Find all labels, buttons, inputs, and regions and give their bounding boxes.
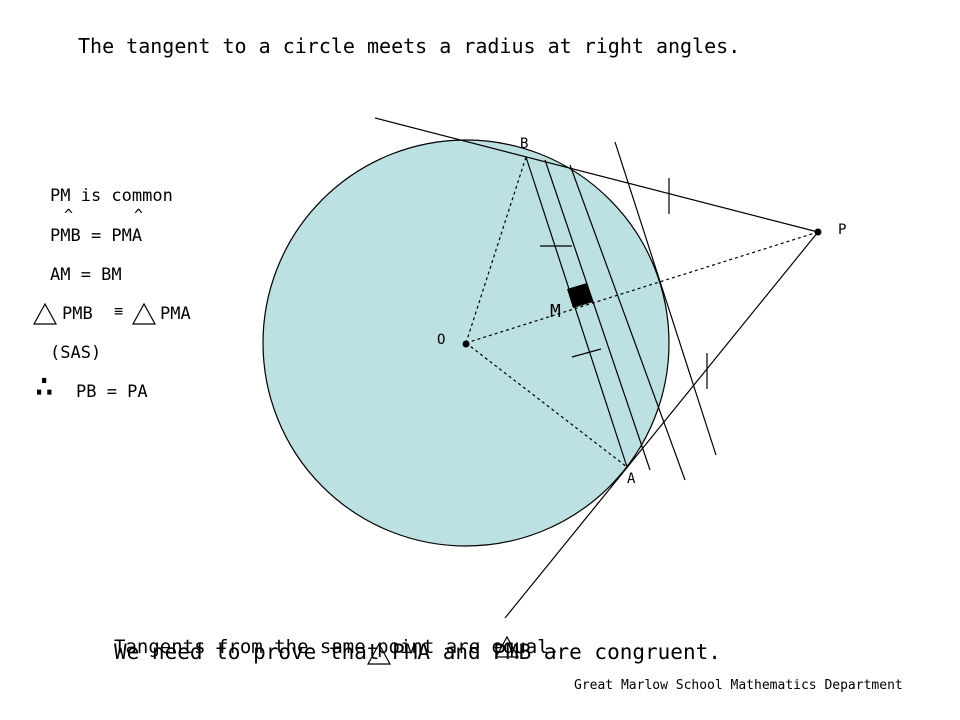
- proof-line-triangle-left: PMB: [62, 304, 93, 324]
- congruent-symbol: ≡: [114, 302, 124, 320]
- proof-line-sides: AM = BM: [50, 265, 122, 285]
- angle-hat-1: ^: [64, 206, 74, 224]
- label-point-p: P: [838, 222, 847, 238]
- label-point-a: A: [627, 471, 636, 487]
- triangle-symbol-caption-1: [366, 642, 392, 665]
- line-op: [465, 231, 819, 344]
- chord-ab: [525, 156, 628, 468]
- caption-prove-congruent: We need to prove that PMA and PMB are co…: [114, 640, 721, 664]
- radius-ob: [465, 156, 527, 344]
- caption-tangents-equal: Tangents from the same point are equal.: [114, 636, 561, 658]
- point-o-dot: [462, 340, 470, 348]
- triangle-symbol-caption-2: [494, 635, 520, 658]
- label-point-m: M: [550, 301, 561, 322]
- tick-mark-am: [571, 348, 602, 358]
- triangle-symbol-proof-2: [131, 302, 157, 325]
- proof-line-angles: PMB = PMA: [50, 226, 143, 246]
- footer-credit: Great Marlow School Mathematics Departme…: [574, 678, 903, 693]
- proof-line-conclusion: PB = PA: [76, 382, 148, 402]
- right-angle-marker: [567, 283, 593, 308]
- tangent-line-pb: [374, 117, 819, 233]
- label-point-b: B: [520, 136, 529, 152]
- proof-line-triangle-right: PMA: [160, 304, 191, 324]
- proof-line-sas: (SAS): [50, 343, 102, 363]
- angle-hat-2: ^: [134, 206, 144, 224]
- point-p-dot: [814, 228, 822, 236]
- label-point-o: O: [437, 332, 446, 348]
- parallel-line-2: [569, 164, 686, 481]
- slide-title: The tangent to a circle meets a radius a…: [78, 34, 741, 58]
- tangent-line-pa: [504, 231, 819, 619]
- radius-oa: [465, 342, 628, 468]
- therefore-symbol: ∴: [34, 366, 55, 406]
- parallel-line-1: [544, 159, 651, 471]
- parallel-line-3: [614, 141, 717, 456]
- triangle-symbol-proof-1: [32, 302, 58, 325]
- proof-line-common: PM is common: [50, 186, 173, 206]
